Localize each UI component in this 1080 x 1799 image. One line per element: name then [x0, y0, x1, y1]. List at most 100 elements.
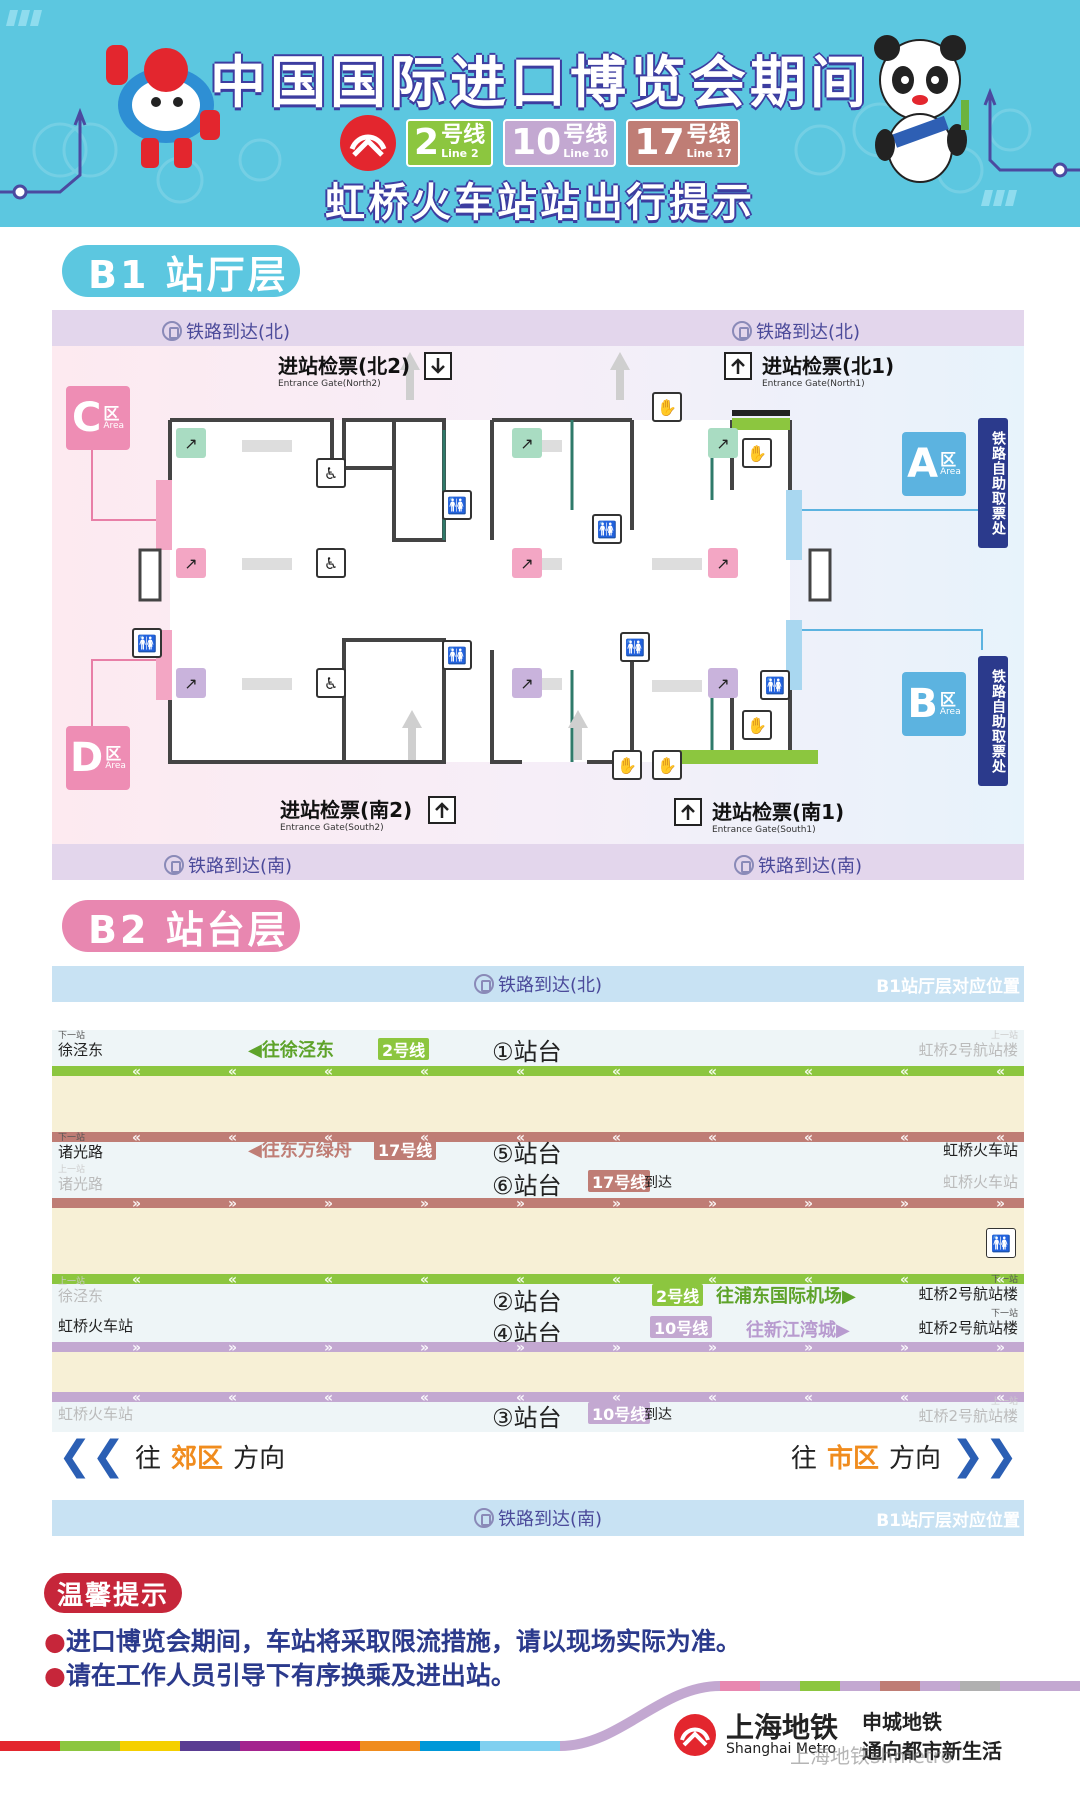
railway-icon	[473, 1508, 494, 1528]
platform6-label: ⑥站台	[492, 1172, 562, 1200]
rail-arrival-north-left: 铁路到达(北)	[162, 318, 290, 344]
b1-heading: B1 站厅层	[62, 245, 300, 297]
robot-mascot-icon	[106, 45, 220, 168]
track-chevron: »	[516, 1196, 525, 1212]
next-station-right: 下一站虹桥2号航站楼	[918, 1275, 1018, 1303]
track-chevron: »	[420, 1340, 429, 1356]
track-chevron: »	[228, 1196, 237, 1212]
prev-station-left: 上一站徐泾东	[58, 1277, 104, 1305]
track-chevron: »	[516, 1340, 525, 1356]
track-chevron: »	[420, 1196, 429, 1212]
track-chevron: «	[132, 1390, 141, 1406]
track-chevron: «	[612, 1272, 621, 1288]
track-chevron: «	[228, 1064, 237, 1080]
line17-tag: 17号线	[374, 1138, 437, 1160]
row-platform1	[52, 1030, 1024, 1070]
track-chevron: «	[516, 1272, 525, 1288]
direction-label: ◀往徐泾东	[248, 1040, 334, 1061]
ticket-machine-icon: ✋	[742, 710, 772, 740]
track-line17-east	[52, 1198, 1024, 1208]
track-chevron: «	[708, 1272, 717, 1288]
restroom-icon: 🚻	[986, 1228, 1016, 1258]
track-chevron: «	[900, 1272, 909, 1288]
escalator-icon: ↗	[708, 428, 738, 458]
b2-south-band: 铁路到达(南) B1站厅层对应位置	[52, 1500, 1024, 1536]
restroom-icon: 🚻	[132, 628, 162, 658]
track-chevron: »	[804, 1340, 813, 1356]
track-chevron: «	[996, 1390, 1005, 1406]
track-chevron: «	[708, 1064, 717, 1080]
track-line2-east	[52, 1274, 1024, 1284]
rail-ticket-machine-sign: 铁路自助取票处	[978, 418, 1008, 548]
restroom-icon: 🚻	[760, 670, 790, 700]
arrival-label: 到达	[644, 1175, 672, 1191]
rail-arrival-north-right: 铁路到达(北)	[732, 318, 860, 344]
b1-concourse-map: 铁路到达(北) 铁路到达(北) 铁路到达(南) 铁路到达(南)	[52, 310, 1024, 880]
station-right: 虹桥火车站	[942, 1141, 1018, 1159]
next-station-left: 下一站徐泾东	[58, 1031, 104, 1059]
row-platform2-4	[52, 1284, 1024, 1352]
gate-up-icon	[428, 796, 456, 824]
track-chevron: «	[420, 1064, 429, 1080]
escalator-icon: ↗	[512, 668, 542, 698]
restroom-icon: 🚻	[592, 514, 622, 544]
railway-icon	[164, 855, 184, 875]
elevator-icon: ♿	[316, 548, 346, 578]
track-chevron: »	[324, 1340, 333, 1356]
platform1-label: ①站台	[492, 1038, 562, 1066]
footer-line-strip	[0, 1681, 1080, 1751]
b1-south-band	[52, 844, 1024, 880]
page-title: 中国国际进口博览会期间	[210, 51, 870, 116]
track-chevron: «	[708, 1390, 717, 1406]
track-chevron: «	[612, 1064, 621, 1080]
tip-item: ●进口博览会期间，车站将采取限流措施，请以现场实际为准。	[44, 1627, 741, 1656]
line10-tag: 10号线	[650, 1316, 713, 1338]
island-platform-1	[52, 1076, 1024, 1132]
gate-north1: 进站检票(北1)Entrance Gate(North1)	[762, 354, 895, 389]
track-chevron: «	[996, 1272, 1005, 1288]
track-chevron: »	[708, 1196, 717, 1212]
track-chevron: «	[132, 1272, 141, 1288]
double-chevron-right-icon: ❯❯	[950, 1433, 1018, 1479]
b2-north-band: 铁路到达(北) B1站厅层对应位置	[52, 966, 1024, 1002]
track-chevron: «	[804, 1130, 813, 1146]
railway-icon	[732, 321, 752, 341]
railway-icon	[734, 855, 754, 875]
track-line10-east	[52, 1342, 1024, 1352]
track-chevron: »	[324, 1196, 333, 1212]
ticket-machine-icon: ✋	[652, 392, 682, 422]
row-platform5-6	[52, 1142, 1024, 1208]
track-chevron: «	[612, 1130, 621, 1146]
direction-suburb: ❮❮ 往郊区方向	[58, 1433, 286, 1479]
track-chevron: »	[900, 1340, 909, 1356]
escalator-icon: ↗	[176, 548, 206, 578]
track-chevron: «	[132, 1130, 141, 1146]
double-chevron-left-icon: ❮❮	[58, 1433, 126, 1479]
track-chevron: »	[900, 1196, 909, 1212]
line2-tag: 2号线	[378, 1038, 430, 1060]
gate-south2: 进站检票(南2)Entrance Gate(South2)	[280, 798, 413, 833]
gate-down-icon	[424, 352, 452, 380]
track-chevron: «	[804, 1390, 813, 1406]
track-chevron: »	[132, 1340, 141, 1356]
line2-tag: 2号线	[652, 1284, 704, 1306]
footer-brand: 上海地铁 Shanghai Metro	[672, 1712, 838, 1758]
line17-tag: 17号线	[588, 1170, 651, 1192]
next-station-right: 下一站虹桥2号航站楼	[918, 1309, 1018, 1337]
track-chevron: «	[228, 1390, 237, 1406]
track-chevron: «	[804, 1064, 813, 1080]
track-chevron: «	[228, 1272, 237, 1288]
track-chevron: »	[996, 1340, 1005, 1356]
restroom-icon: 🚻	[620, 632, 650, 662]
track-chevron: «	[324, 1272, 333, 1288]
rail-arrival-south-left: 铁路到达(南)	[164, 852, 292, 878]
station-right: 虹桥火车站	[942, 1173, 1018, 1191]
b2-heading: B2 站台层	[62, 900, 300, 952]
track-chevron: «	[900, 1390, 909, 1406]
track-chevron: »	[612, 1196, 621, 1212]
prev-station-right: 上一站虹桥2号航站楼	[918, 1397, 1018, 1425]
